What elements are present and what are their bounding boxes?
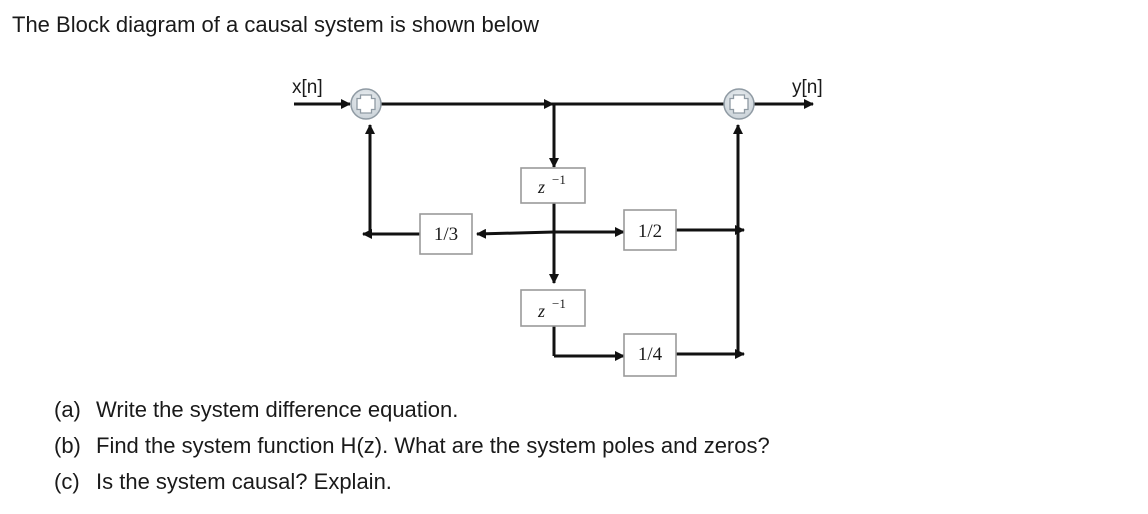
question-list: (a) Write the system difference equation.… xyxy=(54,392,770,500)
question-text: Is the system causal? Explain. xyxy=(96,469,392,494)
delay-exponent: −1 xyxy=(552,172,566,187)
delay-symbol: z xyxy=(537,301,545,321)
question-text: Find the system function H(z). What are … xyxy=(96,433,770,458)
gain-block-left: 1/3 xyxy=(419,213,473,255)
question-item: (c) Is the system causal? Explain. xyxy=(54,464,770,500)
question-item: (b) Find the system function H(z). What a… xyxy=(54,428,770,464)
question-tag: (c) xyxy=(54,469,80,494)
plus-icon xyxy=(356,94,376,114)
gain-block-low: 1/4 xyxy=(623,333,677,377)
gain-value: 1/2 xyxy=(638,221,662,242)
question-tag: (a) xyxy=(54,397,81,422)
output-adder xyxy=(723,88,755,120)
question-item: (a) Write the system difference equation. xyxy=(54,392,770,428)
gain-value: 1/3 xyxy=(434,224,458,245)
question-text: Write the system difference equation. xyxy=(96,397,459,422)
question-tag: (b) xyxy=(54,433,81,458)
plus-icon xyxy=(729,94,749,114)
input-adder xyxy=(350,88,382,120)
wire-to-gain-left xyxy=(476,228,555,239)
gain-block-mid: 1/2 xyxy=(623,209,677,251)
delay-symbol: z xyxy=(537,177,545,197)
page-heading: The Block diagram of a causal system is … xyxy=(12,12,540,37)
gain-value: 1/4 xyxy=(638,344,663,365)
delay-exponent: −1 xyxy=(552,296,566,311)
input-label: x[n] xyxy=(292,77,323,98)
delay-block-2: z −1 xyxy=(520,289,586,327)
output-label: y[n] xyxy=(792,77,823,98)
signal-wires xyxy=(294,99,814,361)
delay-block-1: z −1 xyxy=(520,167,586,204)
